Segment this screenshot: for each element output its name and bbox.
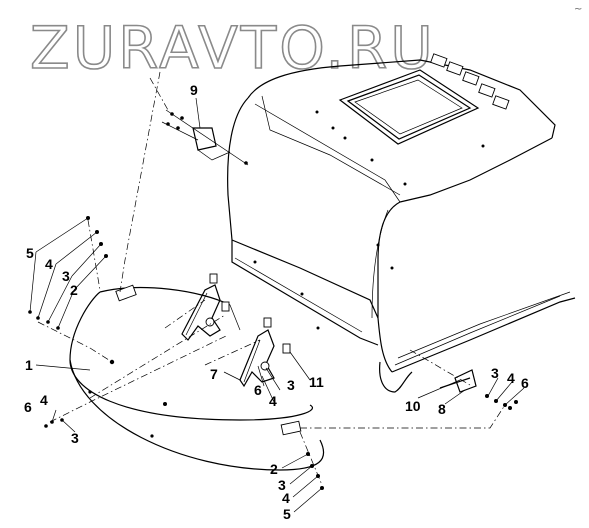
callout-4: 4 <box>40 392 48 408</box>
callout-6: 6 <box>24 399 32 415</box>
watermark-text: ZURAVTO.RU <box>30 14 436 82</box>
callout-6: 6 <box>254 382 262 398</box>
callout-5: 5 <box>283 506 291 522</box>
cab-body <box>227 53 576 393</box>
callout-7: 7 <box>210 366 218 382</box>
hinge-bracket-left <box>181 273 230 341</box>
bracket-9 <box>161 109 249 166</box>
callout-4: 4 <box>282 490 290 506</box>
callout-labels: 9 5 4 3 2 1 6 4 3 7 6 3 4 11 10 8 3 4 6 … <box>24 82 529 522</box>
callout-4: 4 <box>507 370 515 386</box>
hinge-bracket-right <box>239 317 291 388</box>
callout-4: 4 <box>45 256 53 272</box>
callout-8: 8 <box>438 401 446 417</box>
callout-2: 2 <box>270 461 278 477</box>
assembly-lines <box>37 71 506 486</box>
callout-3: 3 <box>71 430 79 446</box>
callout-11: 11 <box>309 374 324 390</box>
leader-lines <box>29 97 525 513</box>
callout-3: 3 <box>287 377 295 393</box>
fastener-stack-bottom <box>306 452 324 490</box>
callout-9: 9 <box>190 82 198 98</box>
callout-4: 4 <box>269 393 277 409</box>
callout-6: 6 <box>521 375 529 391</box>
callout-2: 2 <box>70 282 78 298</box>
corner-mark: ~ <box>574 4 582 15</box>
callout-3: 3 <box>491 365 499 381</box>
callout-3: 3 <box>278 477 286 493</box>
front-panel <box>69 284 325 471</box>
callout-10: 10 <box>405 398 421 414</box>
callout-3: 3 <box>62 268 70 284</box>
fastener-stack-right <box>508 400 518 410</box>
callout-1: 1 <box>25 357 33 373</box>
callout-5: 5 <box>26 245 34 261</box>
